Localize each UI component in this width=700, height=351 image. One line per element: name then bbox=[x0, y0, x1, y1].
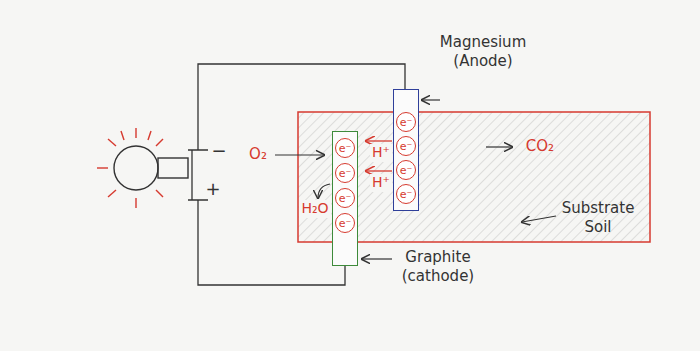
battery-plate bbox=[188, 149, 208, 151]
leader-arrow bbox=[422, 99, 440, 100]
electron: e⁻ bbox=[396, 184, 416, 204]
ion-label: H⁺ bbox=[370, 144, 392, 162]
leader-arrow bbox=[275, 154, 324, 155]
water-arrow bbox=[318, 184, 330, 198]
electron: e⁻ bbox=[396, 160, 416, 180]
electron: e⁻ bbox=[396, 112, 416, 132]
bulb-base bbox=[158, 158, 188, 178]
wire-top bbox=[198, 64, 405, 150]
battery-plate bbox=[188, 199, 208, 201]
gas-label: CO₂ bbox=[524, 137, 556, 156]
electron: e⁻ bbox=[396, 136, 416, 156]
bulb-rays bbox=[97, 128, 163, 208]
proton-arrow bbox=[366, 170, 392, 171]
ion-label: H⁺ bbox=[370, 174, 392, 192]
product-label: H₂O bbox=[299, 200, 330, 218]
region-label: Substrate Soil bbox=[555, 199, 641, 237]
electron: e⁻ bbox=[335, 213, 355, 233]
cathode-electrode: e⁻ e⁻ e⁻ e⁻ bbox=[332, 131, 358, 266]
leader-arrow bbox=[522, 216, 556, 222]
anode-electrode: e⁻ e⁻ e⁻ e⁻ bbox=[393, 89, 419, 211]
electron: e⁻ bbox=[335, 188, 355, 208]
electrode-label: Magnesium (Anode) bbox=[433, 33, 533, 71]
leader-arrow bbox=[486, 146, 512, 147]
wire-bottom bbox=[198, 200, 345, 285]
leader-arrow bbox=[362, 258, 392, 259]
terminal-sign: + bbox=[203, 178, 222, 201]
electron: e⁻ bbox=[335, 138, 355, 158]
electrode-label: Graphite (cathode) bbox=[394, 248, 482, 286]
battery-plate bbox=[191, 150, 192, 200]
gas-label: O₂ bbox=[247, 145, 269, 164]
proton-arrow bbox=[366, 140, 392, 141]
terminal-sign: − bbox=[209, 140, 228, 163]
electron: e⁻ bbox=[335, 163, 355, 183]
bulb-glass bbox=[114, 146, 158, 190]
